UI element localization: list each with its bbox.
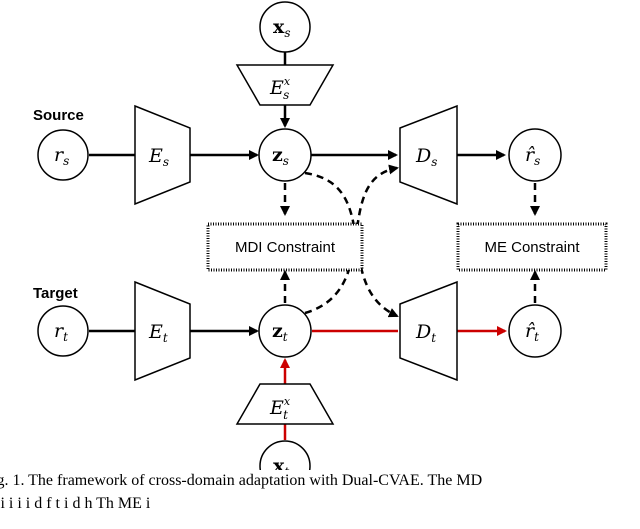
node-z-s: zs bbox=[258, 128, 312, 182]
figure-caption: ig. 1. The framework of cross-domain ada… bbox=[0, 470, 640, 529]
svg-text:xs: xs bbox=[273, 16, 291, 40]
svg-text:xt: xt bbox=[273, 455, 289, 470]
svg-text:Et: Et bbox=[148, 321, 168, 345]
svg-text:Exs: Exs bbox=[269, 75, 291, 102]
svg-text:r̂t: r̂t bbox=[525, 320, 539, 344]
node-rhat-s: r̂s bbox=[508, 128, 562, 182]
dual-cvae-diagram: Source Target rs rt zs zt r̂s r̂t bbox=[33, 1, 608, 470]
svg-text:Ds: Ds bbox=[415, 145, 437, 169]
svg-text:Ext: Ext bbox=[269, 395, 291, 422]
svg-text:Es: Es bbox=[148, 145, 169, 169]
svg-text:rt: rt bbox=[54, 320, 68, 344]
node-r-s: rs bbox=[37, 129, 89, 181]
caption-line-1: ig. 1. The framework of cross-domain ada… bbox=[0, 472, 483, 489]
me-constraint-box: ME Constraint bbox=[456, 222, 608, 272]
encoder-E-t: Et bbox=[134, 280, 191, 382]
svg-text:Dt: Dt bbox=[415, 321, 436, 345]
svg-text:zt: zt bbox=[272, 320, 288, 344]
caption-line-2: t i i i i d f t i d h Th ME i bbox=[0, 495, 151, 512]
node-x-s: xs bbox=[259, 1, 311, 53]
source-label: Source bbox=[33, 107, 84, 124]
node-z-t: zt bbox=[258, 304, 312, 358]
svg-text:MDI Constraint: MDI Constraint bbox=[235, 239, 336, 256]
mdi-constraint-box: MDI Constraint bbox=[206, 222, 364, 272]
decoder-D-s: Ds bbox=[399, 104, 458, 206]
node-r-t: rt bbox=[37, 305, 89, 357]
svg-text:rs: rs bbox=[54, 144, 69, 168]
decoder-D-t: Dt bbox=[399, 280, 458, 382]
svg-text:zs: zs bbox=[272, 144, 289, 168]
svg-text:r̂s: r̂s bbox=[525, 144, 540, 168]
node-rhat-t: r̂t bbox=[508, 304, 562, 358]
node-x-t: xt bbox=[259, 440, 311, 470]
svg-text:ME Constraint: ME Constraint bbox=[484, 239, 580, 256]
encoder-E-s: Es bbox=[134, 104, 191, 206]
target-label: Target bbox=[33, 285, 78, 302]
